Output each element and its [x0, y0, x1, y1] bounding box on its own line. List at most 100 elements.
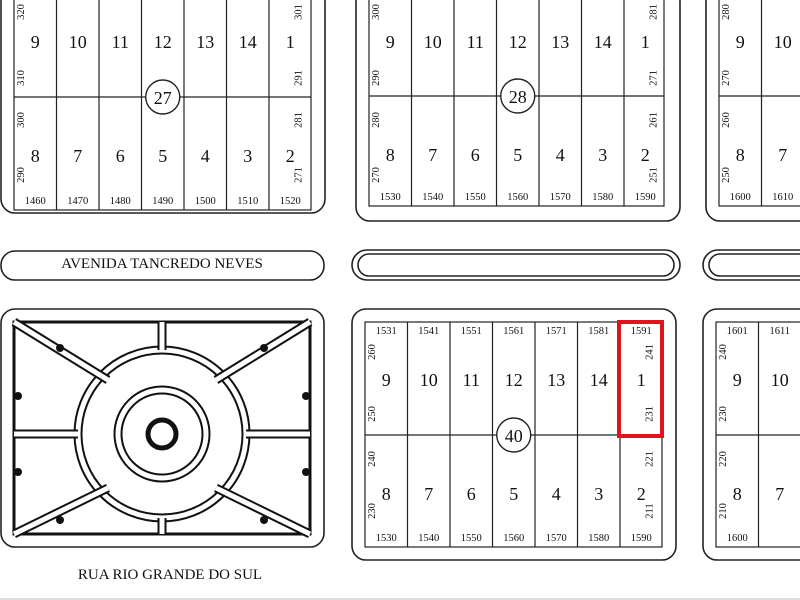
lot-number: 6: [116, 146, 125, 166]
lot-number: 2: [286, 146, 295, 166]
lot-number: 14: [590, 370, 608, 390]
lot-number: 10: [774, 32, 792, 52]
lot-code: 1570: [550, 192, 571, 203]
lot-number: 6: [471, 145, 480, 165]
side-code: 300: [16, 112, 27, 128]
lot-code: 1570: [546, 533, 567, 544]
side-code: 310: [16, 70, 27, 86]
lot-number: 13: [551, 32, 569, 52]
side-code: 291: [294, 70, 305, 86]
lot-code: 1590: [631, 533, 652, 544]
side-code: 231: [645, 406, 656, 422]
lot-number: 4: [552, 484, 561, 504]
lot-number: 3: [594, 484, 603, 504]
side-code: 301: [294, 4, 305, 20]
street-label-avenida-tancredo-neves: AVENIDA TANCREDO NEVES: [61, 256, 263, 272]
side-code: 281: [294, 112, 305, 128]
side-code: 220: [718, 451, 729, 467]
lot-number: 7: [424, 484, 433, 504]
lot-code: 1580: [592, 192, 613, 203]
lot-code: 1470: [67, 196, 88, 207]
lot-number: 7: [775, 484, 784, 504]
lot-number: 9: [382, 370, 391, 390]
lot-code: 1550: [461, 533, 482, 544]
block-number-circle: [496, 417, 532, 453]
plaza-walkways: [11, 318, 313, 539]
lot-code: 1490: [152, 196, 173, 207]
side-code: 290: [16, 167, 27, 183]
lot-number: 8: [733, 484, 742, 504]
lot-number: 9: [736, 32, 745, 52]
plaza-fountain: [145, 417, 179, 451]
lot-number: 3: [598, 145, 607, 165]
side-code: 281: [649, 4, 660, 20]
lot-number: 9: [31, 32, 40, 52]
side-code: 271: [649, 70, 660, 86]
lot-number: 1: [637, 370, 646, 390]
block-number: 27: [154, 88, 172, 108]
lot-number: 8: [382, 484, 391, 504]
lot-number: 4: [201, 146, 210, 166]
side-code: 251: [649, 167, 660, 183]
block-number: 28: [509, 87, 527, 107]
lot-code: 1580: [588, 533, 609, 544]
lot-number: 9: [386, 32, 395, 52]
plaza: [0, 308, 325, 548]
side-code: 221: [645, 451, 656, 467]
lot-code: 1610: [772, 192, 793, 203]
side-code: 270: [721, 70, 732, 86]
side-code: 270: [371, 167, 382, 183]
lot-number: 1: [641, 32, 650, 52]
lot-number: 14: [594, 32, 612, 52]
lot-code: 1520: [280, 196, 301, 207]
lot-code: 1480: [110, 196, 131, 207]
lot-number: 12: [154, 32, 172, 52]
lot-number: 11: [463, 370, 480, 390]
lot-code: 1530: [380, 192, 401, 203]
lot-number: 12: [505, 370, 523, 390]
side-code: 290: [371, 70, 382, 86]
lot-number: 2: [637, 484, 646, 504]
side-code: 210: [718, 503, 729, 519]
lot-number: 7: [428, 145, 437, 165]
side-code: 260: [721, 112, 732, 128]
lot-code: 1531: [376, 326, 397, 337]
block-number-circle: [145, 79, 181, 115]
lot-code: 1560: [503, 533, 524, 544]
lot-code: 1611: [769, 326, 790, 337]
avenue-strips: [0, 249, 800, 281]
side-code: 241: [645, 344, 656, 360]
lot-code: 1560: [507, 192, 528, 203]
side-code: 240: [367, 451, 378, 467]
lot-code: 1460: [25, 196, 46, 207]
lot-code: 1590: [635, 192, 656, 203]
lot-number: 8: [31, 146, 40, 166]
lot-number: 12: [509, 32, 527, 52]
lot-number: 10: [420, 370, 438, 390]
lot-number: 2: [641, 145, 650, 165]
side-code: 250: [721, 167, 732, 183]
lot-number: 7: [778, 145, 787, 165]
lot-number: 10: [771, 370, 789, 390]
lot-code: 1601: [727, 326, 748, 337]
lot-number: 4: [556, 145, 565, 165]
lot-number: 10: [424, 32, 442, 52]
block-number-circle: [500, 78, 536, 114]
lot-number: 1: [286, 32, 295, 52]
lot-number: 8: [386, 145, 395, 165]
lot-number: 5: [158, 146, 167, 166]
side-code: 250: [367, 406, 378, 422]
lot-code: 1550: [465, 192, 486, 203]
lot-code: 1541: [418, 326, 439, 337]
lot-code: 1540: [422, 192, 443, 203]
side-code: 320: [16, 4, 27, 20]
side-code: 271: [294, 167, 305, 183]
lot-number: 9: [733, 370, 742, 390]
lot-code: 1510: [237, 196, 258, 207]
side-code: 230: [367, 503, 378, 519]
side-code: 260: [367, 344, 378, 360]
lot-code: 1571: [546, 326, 567, 337]
